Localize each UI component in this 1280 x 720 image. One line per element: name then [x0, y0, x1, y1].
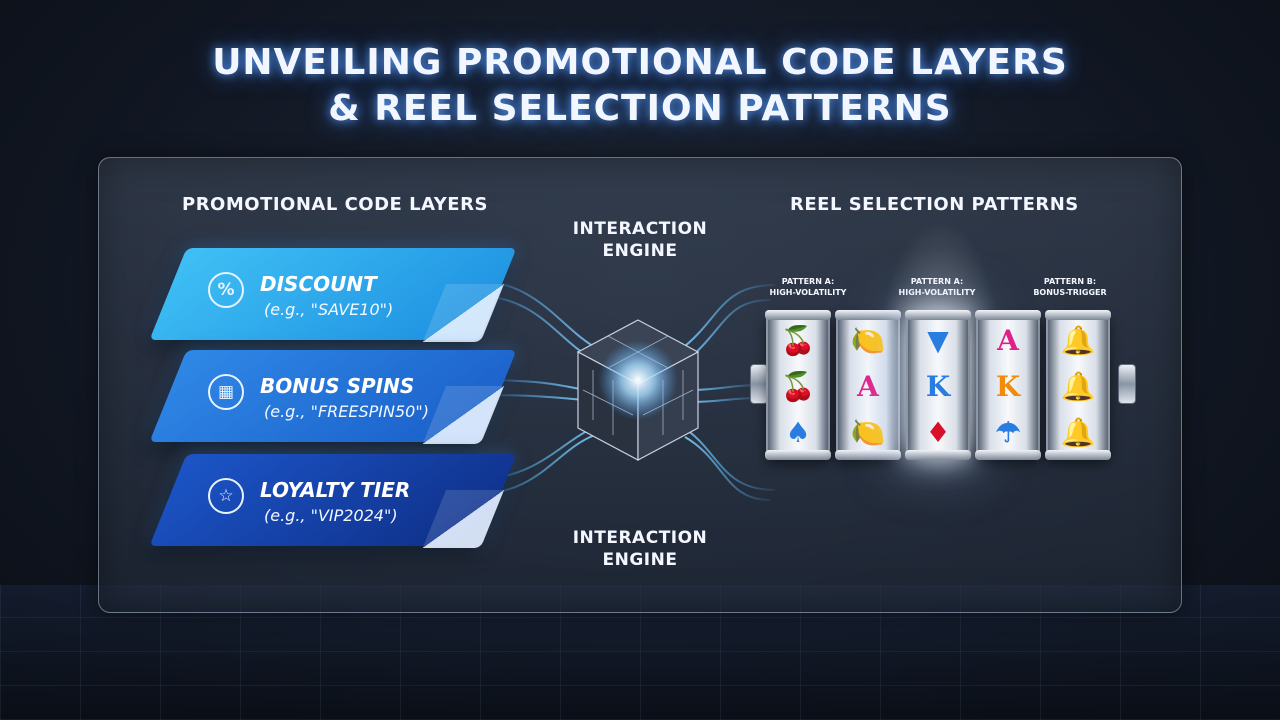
reel-cap-top — [905, 310, 971, 320]
slot-reels-icon: ▦ — [208, 374, 244, 410]
card-code-example: (e.g., "VIP2024") — [264, 506, 398, 525]
page-title: UNVEILING PROMOTIONAL CODE LAYERS & REEL… — [0, 40, 1280, 132]
reel-symbol: ☂ — [995, 415, 1021, 449]
engine-label-top-line1: INTERACTION — [572, 219, 708, 239]
pattern-label-2: PATTERN A: HIGH-VOLATILITY — [882, 276, 992, 298]
pattern-label-3: PATTERN B: BONUS-TRIGGER — [1015, 276, 1125, 298]
reel-symbol: 🔔 — [1060, 415, 1096, 449]
card-name: BONUS SPINS — [260, 374, 415, 398]
card-name: LOYALTY TIER — [260, 478, 411, 502]
reel-cap-bottom — [905, 450, 971, 460]
engine-label-bottom: INTERACTION ENGINE — [540, 527, 740, 571]
pattern-label-3-line1: PATTERN B: — [1043, 277, 1097, 286]
star-badge-glyph: ☆ — [218, 486, 234, 506]
reel-symbol: 🔔 — [1060, 323, 1096, 357]
pattern-label-1-line1: PATTERN A: — [781, 277, 835, 286]
reel-2: 🍋 A 🍋 — [835, 310, 901, 460]
slot-reels-glyph: ▦ — [217, 382, 235, 402]
engine-label-top: INTERACTION ENGINE — [540, 218, 740, 262]
reel-symbol: ♠ — [785, 415, 811, 449]
percent-tag-icon: % — [208, 272, 244, 308]
card-name: DISCOUNT — [260, 272, 377, 296]
pattern-label-2-line2: HIGH-VOLATILITY — [898, 288, 976, 297]
code-card-loyalty-tier[interactable]: ☆ LOYALTY TIER (e.g., "VIP2024") — [149, 454, 517, 548]
engine-label-top-line2: ENGINE — [602, 241, 678, 261]
reel-symbol: K — [925, 369, 951, 403]
promo-layers-heading: PROMOTIONAL CODE LAYERS — [182, 194, 488, 215]
right-axle — [1118, 364, 1136, 404]
circuit-cube-icon — [576, 319, 700, 461]
reel-cap-top — [1045, 310, 1111, 320]
reel-symbol: 🍋 — [850, 415, 886, 449]
reel-cap-bottom — [835, 450, 901, 460]
reel-cap-bottom — [1045, 450, 1111, 460]
pattern-label-3-line2: BONUS-TRIGGER — [1033, 288, 1107, 297]
reel-symbol: 🍒 — [780, 369, 816, 403]
reel-symbol: K — [995, 369, 1021, 403]
card-code-example: (e.g., "FREESPIN50") — [264, 402, 429, 421]
engine-label-bottom-line1: INTERACTION — [572, 528, 708, 548]
right-connectors — [679, 284, 776, 501]
title-line-2: & REEL SELECTION PATTERNS — [328, 88, 952, 129]
reel-cap-top — [765, 310, 831, 320]
reel-symbol: A — [997, 323, 1019, 357]
percent-tag-glyph: % — [217, 280, 235, 300]
card-code-example: (e.g., "SAVE10") — [264, 300, 394, 319]
code-card-bonus-spins[interactable]: ▦ BONUS SPINS (e.g., "FREESPIN50") — [149, 350, 517, 444]
engine-label-bottom-line2: ENGINE — [602, 550, 678, 570]
star-badge-icon: ☆ — [208, 478, 244, 514]
reel-symbol: ▼ — [927, 323, 949, 357]
reel-symbol: A — [857, 369, 879, 403]
reel-cap-top — [835, 310, 901, 320]
pattern-label-1: PATTERN A: HIGH-VOLATILITY — [753, 276, 863, 298]
pattern-label-1-line2: HIGH-VOLATILITY — [769, 288, 847, 297]
pattern-label-2-line1: PATTERN A: — [910, 277, 964, 286]
reel-patterns-heading: REEL SELECTION PATTERNS — [790, 194, 1079, 215]
reel-symbol: 🔔 — [1060, 369, 1096, 403]
reel-cap-bottom — [765, 450, 831, 460]
reel-cap-bottom — [975, 450, 1041, 460]
reel-3: ▼ K ♦ — [905, 310, 971, 460]
reel-symbol: ♦ — [925, 415, 951, 449]
title-line-1: UNVEILING PROMOTIONAL CODE LAYERS — [212, 42, 1068, 83]
reel-cap-top — [975, 310, 1041, 320]
code-card-discount[interactable]: % DISCOUNT (e.g., "SAVE10") — [149, 248, 517, 342]
reel-symbol: 🍒 — [780, 323, 816, 357]
interaction-engine-cube — [568, 310, 708, 470]
reel-symbol: 🍋 — [850, 323, 886, 357]
reel-1: 🍒 🍒 ♠ — [765, 310, 831, 460]
reel-5: 🔔 🔔 🔔 — [1045, 310, 1111, 460]
